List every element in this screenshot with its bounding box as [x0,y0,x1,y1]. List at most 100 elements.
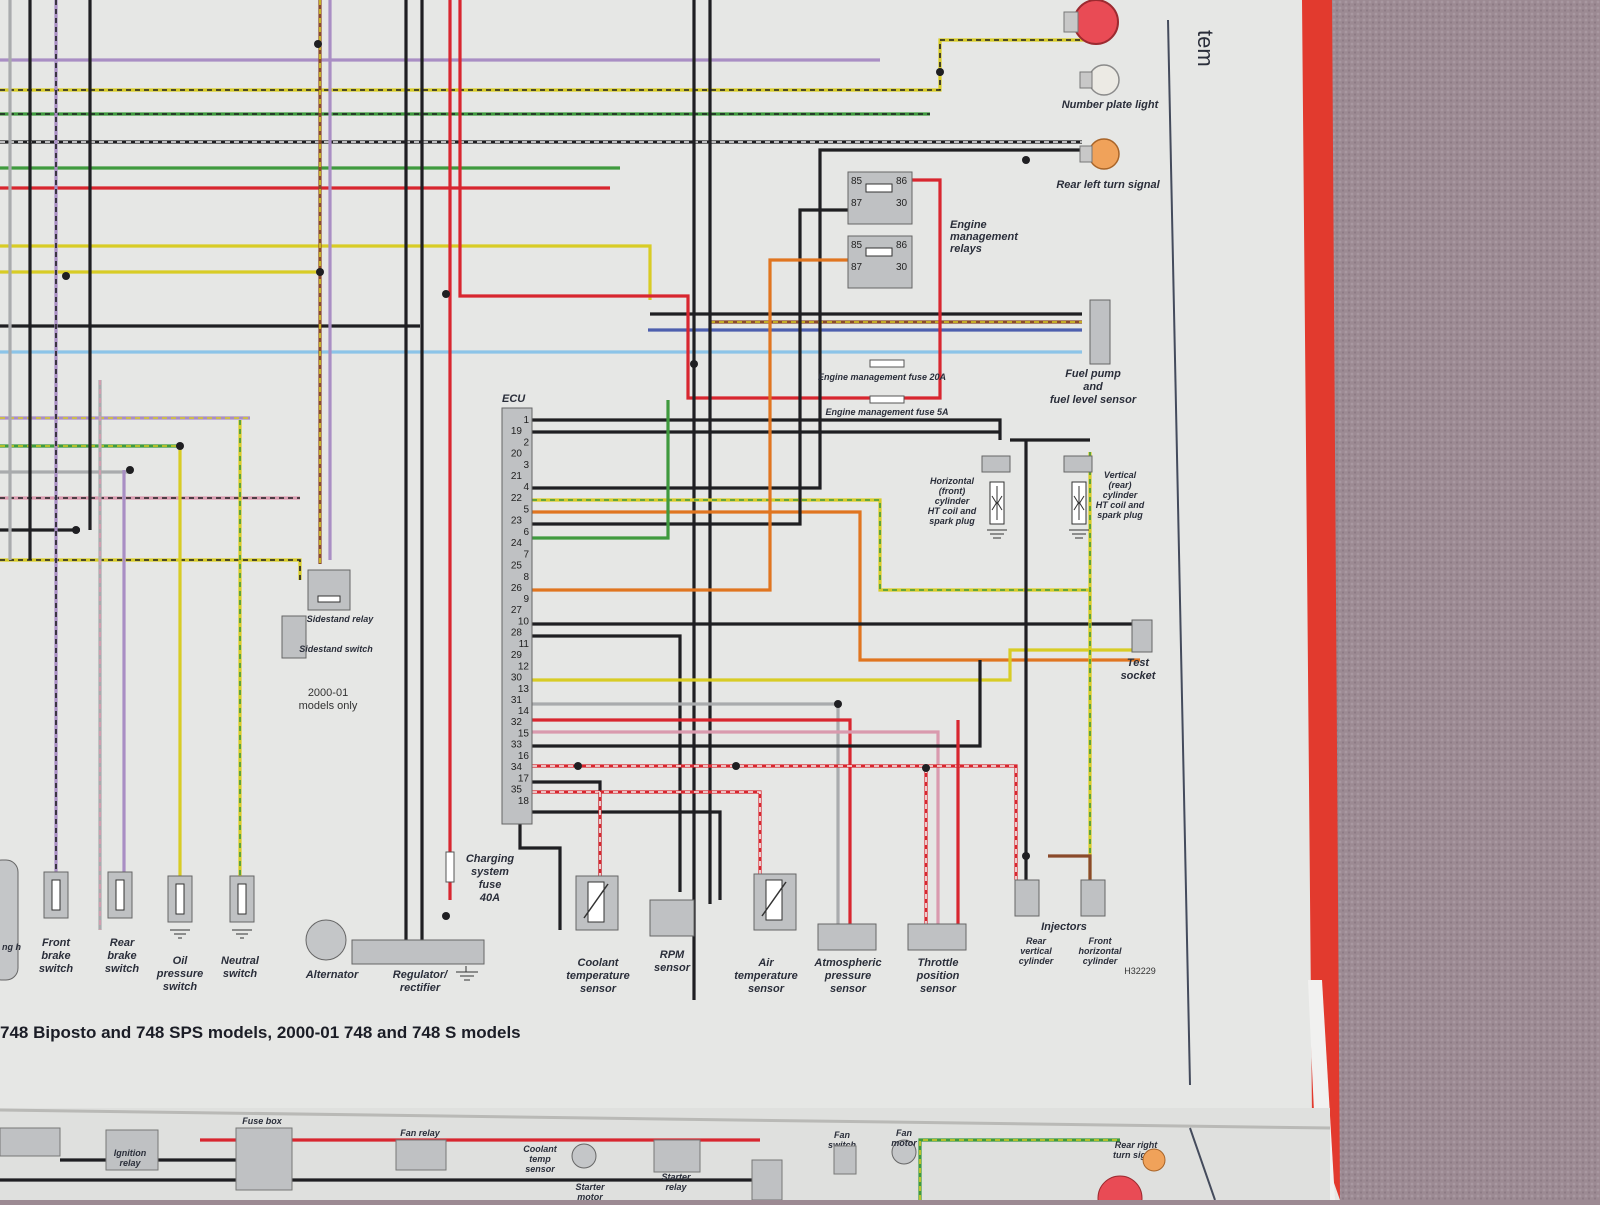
horn-partial [0,859,19,981]
engine-management-relay-1: 85 86 87 30 [847,171,913,225]
number-plate-light [1079,64,1120,96]
relay-pin-30: 30 [896,198,908,209]
wrap-line: Throttle [918,957,959,969]
ecu-pin-22: 22 [511,493,523,504]
atmospheric-pressure-sensor [817,923,877,951]
sidestand-relay [307,569,351,611]
wrap-line: Starter [575,1182,605,1192]
wrap-line: Fan [896,1128,913,1138]
relay-pin-87: 87 [851,198,863,209]
wrap-line: switch [105,963,140,975]
wrap-line: spark plug [1097,510,1143,520]
ecu-pin-20: 20 [511,448,523,459]
wrap-line: Front [42,937,71,949]
ecu-pin-1: 1 [523,415,529,426]
relay-pin-86: 86 [896,240,908,251]
injector-rear-vertical [1014,879,1040,917]
ecu-pin-32: 32 [511,717,523,728]
ecu-pin-27: 27 [511,605,523,616]
wrap-line: (rear) [1108,480,1131,490]
number-plate-light-label: Number plate light [1062,99,1160,111]
engine-management-fuse-20a [869,359,905,368]
wires [0,0,1140,1200]
wrap-line: sensor [525,1164,555,1174]
wrap-line: horizontal [1079,946,1122,956]
wrap-line: Horizontal [930,476,974,486]
ecu-pin-10: 10 [518,617,530,628]
coolant-temperature-sensor [575,875,619,931]
wire [532,400,670,540]
wire [518,820,562,930]
wrap-line: Starter [661,1172,691,1182]
ecu-pin-14: 14 [518,706,530,717]
rear-left-turn-signal [1079,138,1120,170]
wrap-line: Rear [1026,936,1047,946]
wrap-line: Ignition [114,1148,147,1158]
wire-junction [1022,852,1030,860]
alternator-label: Alternator [305,969,359,981]
wrap-line: temperature [734,970,798,982]
wrap-line: relay [665,1182,687,1192]
wrap-line: Air [757,957,774,969]
ecu-pin-15: 15 [518,729,530,740]
wire [532,634,682,892]
wrap-line: pressure [824,970,871,982]
wrap-line: and [1083,381,1103,393]
wrap-line: temp [529,1154,551,1164]
rear-brake-switch [107,871,133,919]
wire [458,0,942,400]
wrap-line: RPM [660,949,685,961]
wire [532,510,1140,662]
section-title-fragment: tem [1193,30,1218,67]
ecu-pin-24: 24 [511,538,523,549]
wrap-line: brake [41,950,70,962]
wrap-line: motor [577,1192,603,1200]
ecu-pin-23: 23 [511,516,523,527]
wrap-line: Front [1089,936,1113,946]
fuse-20a-label: Engine management fuse 20A [818,372,946,382]
wire [532,660,982,748]
wire-junction [176,442,184,450]
wire-junction [442,912,450,920]
ecu-pin-17: 17 [518,773,530,784]
wire-tracer [0,39,1090,91]
injectors-label: Injectors [1041,921,1087,933]
wire [532,258,848,592]
ground-symbol [456,966,478,981]
diagram-caption: 748 Biposto and 748 SPS models, 2000-01 … [0,1023,521,1042]
wire-junction [732,762,740,770]
relay-pin-85: 85 [851,176,863,187]
wrap-line: HT coil and [1096,500,1145,510]
oil-pressure-switch [167,875,193,939]
wrap-line: Vertical [1104,470,1137,480]
ecu-pin-19: 19 [511,426,523,437]
wire [532,810,722,900]
wire-junction [62,272,70,280]
ecu-pin-13: 13 [518,684,530,695]
ecu-pin-11: 11 [519,639,530,650]
paper-page [0,0,1340,1200]
wrap-line: Coolant [578,957,620,969]
ecu-pin-28: 28 [511,628,523,639]
wire [532,148,1082,490]
wrap-line: Rear right [1115,1140,1159,1150]
wrap-line: switch [223,968,258,980]
relay-pin-85: 85 [851,240,863,251]
ecu-pin-21: 21 [511,471,523,482]
wire [532,730,940,924]
wrap-line: Fan [834,1130,851,1140]
ecu-title: ECU [502,393,526,405]
